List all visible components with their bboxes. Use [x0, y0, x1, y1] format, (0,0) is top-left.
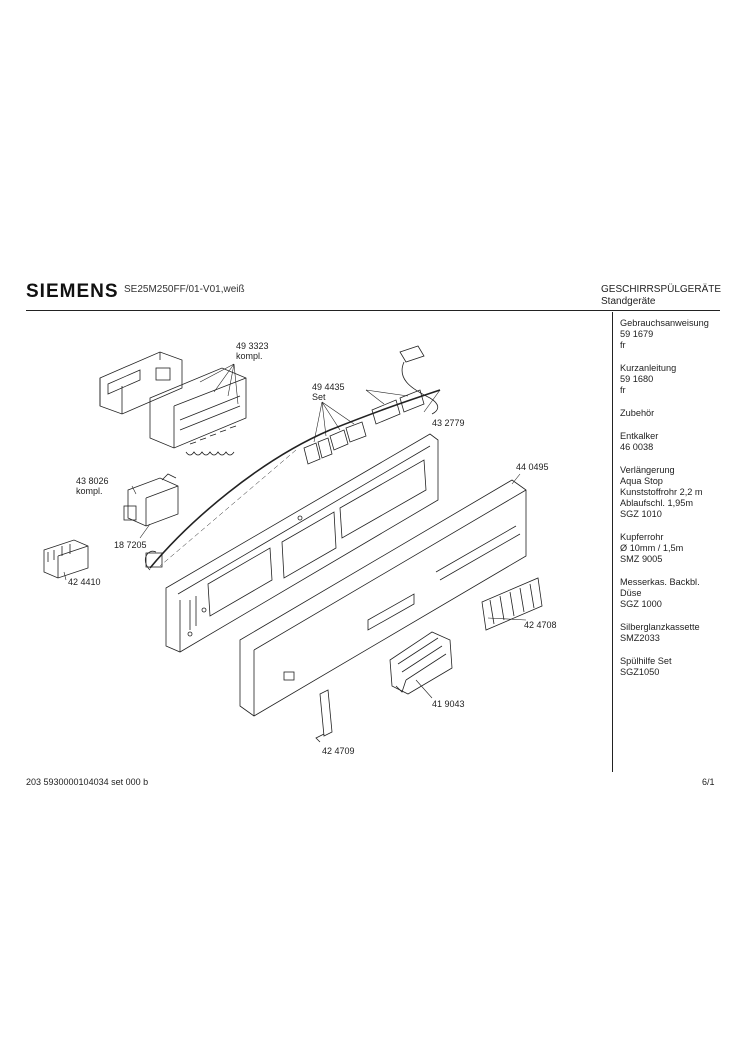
category-block: GESCHIRRSPÜLGERÄTE Standgeräte	[601, 284, 721, 308]
part-label: 43 2779	[432, 418, 465, 428]
accessory-name: Gebrauchsanweisung	[620, 318, 709, 328]
switch-block-drawing	[123, 473, 179, 527]
accessory-lang: fr	[620, 340, 626, 350]
part-number: 42 4709	[322, 746, 355, 756]
category-title: GESCHIRRSPÜLGERÄTE	[601, 284, 722, 295]
part-label: 42 4709	[322, 746, 355, 756]
part-label: 49 4435 Set	[312, 382, 345, 402]
part-note: kompl.	[76, 486, 103, 496]
accessory-lang: fr	[620, 385, 626, 395]
part-number: 43 2779	[432, 418, 465, 428]
part-number: 42 4708	[524, 620, 557, 630]
part-label: 41 9043	[432, 699, 465, 709]
part-note: Set	[312, 392, 326, 402]
part-number: 43 8026	[76, 476, 109, 486]
latch-part-drawing	[315, 689, 333, 743]
accessory-item: Silberglanzkassette SMZ2033	[620, 622, 735, 644]
accessory-item: Entkalker 46 0038	[620, 431, 735, 453]
accessory-detail: Ablaufschl. 1,95m	[620, 498, 694, 508]
category-subtitle: Standgeräte	[601, 296, 656, 307]
accessory-number: SGZ1050	[620, 667, 660, 677]
part-number: 49 3323	[236, 341, 269, 351]
cable-harness-drawing	[144, 345, 441, 571]
control-module-drawing	[99, 351, 247, 456]
terminal-block-drawing	[43, 539, 89, 579]
accessory-number: SGZ 1000	[620, 599, 662, 609]
accessory-name: Spülhilfe Set	[620, 656, 672, 666]
header-divider	[26, 310, 720, 311]
accessory-number: 59 1679	[620, 329, 654, 339]
accessory-item: Gebrauchsanweisung 59 1679 fr	[620, 318, 735, 351]
part-label: 44 0495	[516, 462, 549, 472]
accessory-number: SMZ2033	[620, 633, 660, 643]
accessory-item: Kurzanleitung 59 1680 fr	[620, 363, 735, 396]
accessory-name: Verlängerung	[620, 465, 675, 475]
accessory-name: Silberglanzkassette	[620, 622, 700, 632]
accessory-detail: Ø 10mm / 1,5m	[620, 543, 684, 553]
accessory-item: Zubehör	[620, 408, 735, 419]
accessory-name: Kupferrohr	[620, 532, 664, 542]
accessory-detail: Düse	[620, 588, 642, 598]
part-number: 41 9043	[432, 699, 465, 709]
part-label: 18 7205	[114, 540, 147, 550]
button-set-drawing	[303, 389, 425, 465]
accessory-number: 59 1680	[620, 374, 654, 384]
accessory-name: Messerkas. Backbl.	[620, 577, 700, 587]
part-label: 42 4708	[524, 620, 557, 630]
part-label: 43 8026 kompl.	[76, 476, 109, 496]
accessory-detail: Kunststoffrohr 2,2 m	[620, 487, 703, 497]
part-number: 44 0495	[516, 462, 549, 472]
part-number: 49 4435	[312, 382, 345, 392]
accessory-detail: Aqua Stop	[620, 476, 663, 486]
accessory-number: SGZ 1010	[620, 509, 662, 519]
accessory-name: Entkalker	[620, 431, 659, 441]
outer-door-panel-drawing	[239, 479, 527, 717]
part-note: kompl.	[236, 351, 263, 361]
display-strip-drawing	[481, 577, 543, 631]
accessory-number: SMZ 9005	[620, 554, 663, 564]
inner-door-panel-drawing	[165, 433, 439, 653]
door-handle-drawing	[389, 631, 453, 695]
page-number: 6/1	[702, 777, 715, 787]
footer-doc-code: 203 5930000104034 set 000 b	[26, 777, 149, 787]
sidebar-divider	[612, 312, 613, 772]
accessory-name: Kurzanleitung	[620, 363, 677, 373]
accessory-item: Kupferrohr Ø 10mm / 1,5m SMZ 9005	[620, 532, 735, 565]
model-number: SE25M250FF/01-V01,weiß	[124, 284, 245, 295]
accessory-name: Zubehör	[620, 408, 655, 418]
part-label: 49 3323 kompl.	[236, 341, 269, 361]
accessory-sidebar: Gebrauchsanweisung 59 1679 fr Kurzanleit…	[620, 318, 735, 690]
accessory-item: Spülhilfe Set SGZ1050	[620, 656, 735, 678]
brand-logo: SIEMENS	[26, 281, 119, 302]
accessory-item: Verlängerung Aqua Stop Kunststoffrohr 2,…	[620, 465, 735, 520]
accessory-number: 46 0038	[620, 442, 654, 452]
part-label: 42 4410	[68, 577, 101, 587]
part-number: 42 4410	[68, 577, 101, 587]
part-number: 18 7205	[114, 540, 147, 550]
accessory-item: Messerkas. Backbl. Düse SGZ 1000	[620, 577, 735, 610]
